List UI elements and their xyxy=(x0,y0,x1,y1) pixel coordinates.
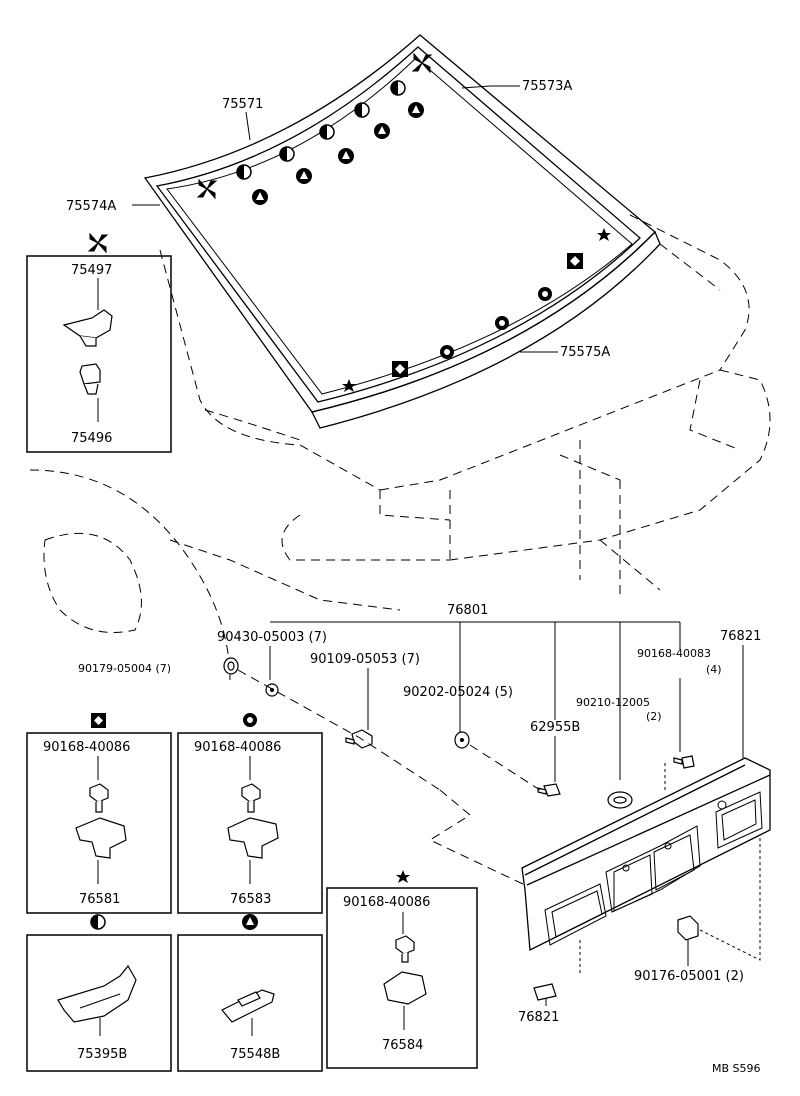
back-panel-garnish xyxy=(521,757,771,952)
clip-detail-box xyxy=(26,255,172,453)
cap-90176 xyxy=(677,915,699,941)
label-75573a: 75573A xyxy=(522,79,572,94)
box5-part-label: 75548B xyxy=(230,1047,280,1062)
label-90176: 90176-05001 (2) xyxy=(634,969,744,984)
box2-screw-label: 90168-40086 xyxy=(194,740,281,755)
box1-screw-label: 90168-40086 xyxy=(43,740,130,755)
label-90109: 90109-05053 (7) xyxy=(310,652,420,667)
box4-part-label: 75395B xyxy=(77,1047,127,1062)
label-90179: 90179-05004 (7) xyxy=(78,662,171,675)
diamond-square-icon xyxy=(392,253,583,377)
label-62955b: 62955B xyxy=(530,720,580,735)
pinwheel-icon xyxy=(196,178,218,200)
label-75497: 75497 xyxy=(71,263,112,278)
bracket-76821 xyxy=(533,983,557,1001)
clip-76584-box: 90168-40086 76584 xyxy=(326,870,478,1069)
label-90202: 90202-05024 (5) xyxy=(403,685,513,700)
nut-90179 xyxy=(223,657,239,675)
label-90168-40083-qty: (4) xyxy=(706,663,722,676)
ring-icon xyxy=(440,287,552,359)
clip-76581-box: 90168-40086 76581 xyxy=(26,713,172,914)
label-76801: 76801 xyxy=(447,603,488,618)
screw-90168-40083 xyxy=(673,755,695,769)
label-90210: 90210-12005 xyxy=(576,696,650,709)
vehicle-body-outline xyxy=(29,214,771,681)
bolt-62955b xyxy=(537,783,561,797)
ring-icon xyxy=(243,713,257,727)
label-90430: 90430-05003 (7) xyxy=(217,630,327,645)
pinwheel-icon xyxy=(411,52,433,74)
box1-part-label: 76581 xyxy=(79,892,120,907)
label-90210-qty: (2) xyxy=(646,710,662,723)
half-circle-icon xyxy=(236,80,406,180)
box3-part-label: 76584 xyxy=(382,1038,423,1053)
box3-screw-label: 90168-40086 xyxy=(343,895,430,910)
hardware-callouts: 76801 76821 90430-05003 (7) 90109-05053 … xyxy=(78,603,761,1025)
label-75571: 75571 xyxy=(222,97,263,112)
washer-90430 xyxy=(265,683,279,697)
star-icon xyxy=(342,228,611,392)
triangle-circle-icon xyxy=(242,914,258,930)
star-icon xyxy=(396,870,410,883)
box2-part-label: 76583 xyxy=(230,892,271,907)
retainer-75395b-box: 75395B xyxy=(26,914,172,1072)
label-75496: 75496 xyxy=(71,431,112,446)
figure-code: MB S596 xyxy=(712,1062,761,1075)
pinwheel-icon xyxy=(87,232,109,254)
pinwheel-clip-callout: 75497 75496 xyxy=(26,232,172,453)
label-75574a: 75574A xyxy=(66,199,116,214)
triangle-circle-icon xyxy=(252,102,424,205)
label-76821-bottom: 76821 xyxy=(518,1010,559,1025)
clip-76583-box: 90168-40086 76583 xyxy=(177,713,323,914)
label-76821-top: 76821 xyxy=(720,629,761,644)
half-circle-icon xyxy=(90,914,106,930)
rear-window-glass xyxy=(143,34,661,429)
clip-75548b-box: 75548B xyxy=(177,914,323,1072)
glass-fastener-symbols xyxy=(196,52,611,392)
label-90168-40083: 90168-40083 xyxy=(637,647,711,660)
washer-90202 xyxy=(454,731,470,749)
grommet-90210 xyxy=(607,791,633,809)
glass-callouts: 75571 75573A 75574A 75575A xyxy=(66,79,610,360)
label-75575a: 75575A xyxy=(560,345,610,360)
